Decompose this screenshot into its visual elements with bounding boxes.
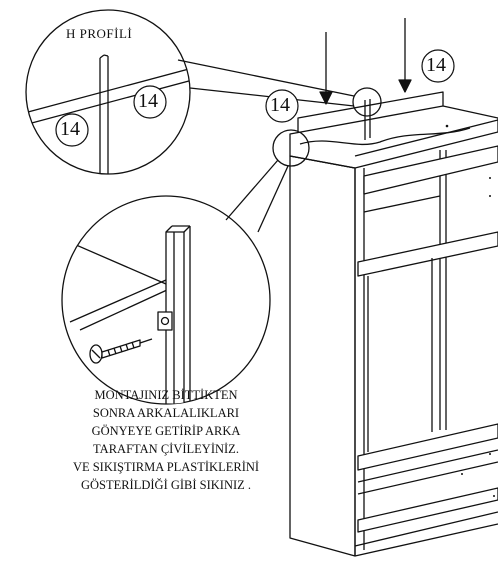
instruction-line: VE SIKIŞTIRMA PLASTİKLERİNİ: [72, 460, 260, 474]
part-badge-cabinet-left: [265, 89, 299, 123]
h-profile-on-cabinet: [364, 99, 371, 140]
wardrobe-cabinet: [289, 91, 498, 557]
instruction-line: SONRA ARKALALIKLARI: [92, 406, 240, 420]
instruction-line: MONTAJINIZ BİTTİKTEN: [94, 388, 238, 402]
fastener-detail: [62, 225, 191, 404]
nail-arrow-left: [319, 32, 333, 105]
instruction-line: TARAFTAN ÇİVİLEYİNİZ.: [93, 442, 239, 456]
top-panel-front-edge: [354, 119, 498, 157]
part-number-14: 14: [270, 94, 290, 116]
screw-icon: [89, 338, 153, 364]
part-number-14: 14: [60, 118, 80, 140]
instruction-line: GÖSTERİLDİĞİ GİBİ SIKINIZ .: [80, 478, 252, 492]
part-badge-cabinet-right: [421, 49, 455, 83]
upper-shelf: [363, 145, 498, 195]
middle-shelf: [357, 231, 498, 277]
detail-marker-corner: [272, 129, 310, 167]
top-panel-curved-edge: [299, 127, 471, 146]
nail-arrow-right: [398, 18, 412, 93]
part-badge-detail-right: [133, 85, 167, 119]
instruction-line: GÖNYEYE GETİRİP ARKA: [91, 424, 241, 438]
bottom-shelf: [357, 487, 498, 533]
h-profile-detail: [27, 54, 190, 174]
left-side-panel: [289, 155, 356, 557]
h-profile-label: H PROFİLİ: [66, 26, 133, 41]
hardware-dots: [445, 124, 495, 497]
lower-shelf: [357, 423, 498, 471]
detail-marker-top: [352, 87, 382, 117]
assembly-instructions: MONTAJINIZ BİTTİKTEN SONRA ARKALALIKLARI…: [16, 386, 316, 494]
part-badge-detail-left: [55, 113, 89, 147]
part-number-14: 14: [138, 90, 158, 112]
part-number-14: 14: [426, 54, 446, 76]
